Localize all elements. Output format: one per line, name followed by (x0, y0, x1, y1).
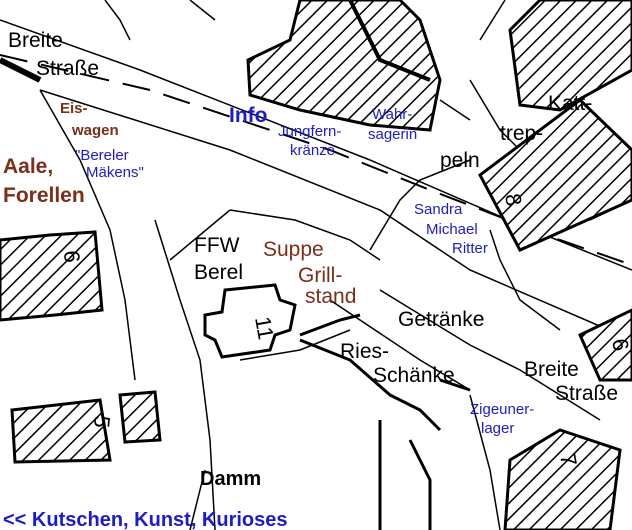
street-label-kattrepeln-1: Katt- (548, 92, 592, 115)
nav-link-kutschen[interactable]: << Kutschen, Kunst, Kurioses (3, 509, 288, 530)
street-label-damm: Damm (200, 468, 261, 490)
street-label-breite-se-1: Breite (524, 358, 579, 381)
attraction-sandra-1: Sandra (414, 201, 463, 218)
stand-grill-1: Grill- (298, 264, 342, 287)
attraction-sandra-3: Ritter (452, 240, 488, 257)
house-number-9: 9 (59, 249, 85, 263)
attraction-wahr-2: sagerin (368, 126, 417, 143)
stand-getraenke: Getränke (398, 308, 484, 331)
street-label-breite-nw-2: Straße (36, 57, 99, 80)
stand-suppe: Suppe (263, 238, 324, 261)
street-label-kattrepeln-3: peln (440, 149, 480, 172)
stand-aale-2: Forellen (3, 184, 85, 207)
stand-ries-2: Schänke (373, 364, 455, 387)
street-label-breite-se-2: Straße (555, 382, 618, 405)
house-number-7: 7 (555, 452, 582, 468)
attraction-jungfern-1: Jungfern- (278, 123, 341, 140)
attraction-bereler-2: Mäkens" (86, 164, 144, 181)
house-number-5: 5 (89, 415, 115, 429)
attraction-sandra-2: Michael (426, 221, 478, 238)
stand-ries-1: Ries- (340, 340, 389, 363)
house-number-8: 8 (500, 192, 527, 208)
stand-eiswagen-2: wagen (71, 122, 119, 139)
street-label-kattrepeln-2: trep- (500, 122, 543, 145)
stand-ffw-1: FFW (194, 234, 240, 257)
attraction-bereler-1: "Bereler (75, 147, 129, 164)
street-label-breite-nw-1: Breite (8, 29, 63, 52)
stand-eiswagen-1: Eis- (60, 100, 88, 117)
stand-aale-1: Aale, (3, 155, 53, 178)
street-centerline (0, 54, 632, 266)
info-point: Info (229, 104, 267, 127)
stand-grill-2: stand (305, 285, 356, 308)
house-number-11: 11 (250, 315, 279, 342)
stand-ffw-2: Berel (194, 261, 243, 284)
attraction-zigeuner-1: Zigeuner- (470, 401, 534, 418)
attraction-zigeuner-2: lager (481, 420, 514, 437)
attraction-jungfern-2: kränze (290, 142, 335, 159)
attraction-wahr-1: Wahr- (372, 106, 412, 123)
house-number-6: 6 (607, 337, 632, 353)
